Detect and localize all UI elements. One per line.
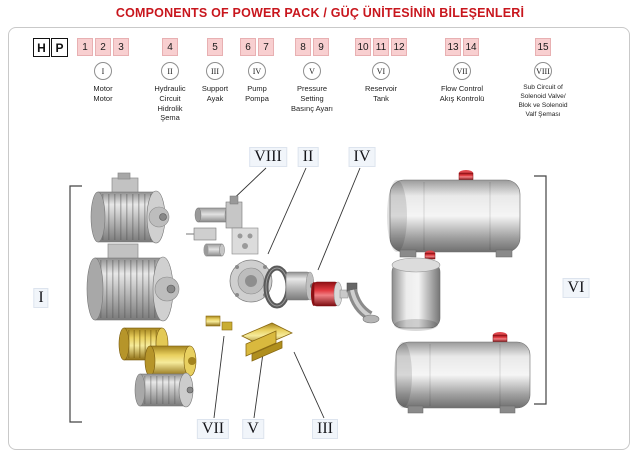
label-en: Flow Control — [440, 84, 484, 93]
motor-large-illustration — [86, 243, 180, 322]
reservoir-bottom-illustration — [394, 332, 531, 414]
callout-i: I — [33, 288, 49, 308]
callout-lines — [213, 167, 361, 419]
callout-ii: II — [297, 147, 319, 167]
group-numeral: III — [206, 62, 224, 80]
callout-vi: VI — [562, 278, 590, 298]
label-en: Pressure Setting — [296, 84, 327, 103]
component-number: 11 — [373, 38, 389, 56]
component-number: 5 — [207, 38, 223, 56]
label-tr: Akış Kontrolü — [439, 93, 485, 103]
group-numeral: V — [303, 62, 321, 80]
component-number: 3 — [113, 38, 129, 56]
group-numeral: I — [94, 62, 112, 80]
bell-housing-illustration — [229, 259, 273, 303]
elbow-fitting-illustration — [346, 282, 380, 324]
component-number: 4 — [162, 38, 178, 56]
group-numeral: VI — [372, 62, 390, 80]
label-tr: Ayak — [206, 93, 224, 103]
component-number: 10 — [355, 38, 371, 56]
label-tr: Blok ve Solenoid Valf Şeması — [518, 101, 568, 118]
label-en: Support — [201, 84, 229, 93]
component-number: 2 — [95, 38, 111, 56]
component-number: 13 — [445, 38, 461, 56]
reservoir-middle-illustration — [391, 250, 441, 331]
label-en: Pump — [247, 84, 267, 93]
coupling-illustration — [203, 243, 225, 257]
frame-border — [8, 27, 630, 450]
label-tr: Tank — [373, 93, 389, 103]
callout-iii: III — [312, 419, 338, 439]
label-en: Hydraulic Circuit — [154, 84, 186, 103]
bracket-right-reservoirs — [534, 175, 547, 405]
gear-pump-illustration — [144, 345, 197, 377]
manifold-block-illustration — [231, 227, 259, 255]
callout-viii: VIII — [249, 147, 287, 167]
component-number: 1 — [77, 38, 93, 56]
component-numbers: 15 — [513, 38, 573, 56]
label-en: Reservoir — [364, 84, 398, 93]
group-numeral: VIII — [534, 62, 552, 80]
solenoid-valve-illustration — [186, 195, 243, 241]
component-number: 8 — [295, 38, 311, 56]
bracket-left-motors — [69, 185, 82, 423]
component-numbers: 4 — [147, 38, 193, 56]
hp-letter-h: H — [33, 38, 50, 57]
pressure-valve-illustration — [311, 281, 349, 307]
callout-v: V — [242, 419, 264, 439]
group-numeral: IV — [248, 62, 266, 80]
label-en: Sub Circuit of Solenoid Valve/ — [520, 84, 566, 100]
component-number: 15 — [535, 38, 551, 56]
label-tr: Hidrolik Şema — [157, 103, 183, 123]
support-bracket-illustration — [205, 315, 293, 362]
component-number: 9 — [313, 38, 329, 56]
hp-letter-p: P — [51, 38, 68, 57]
exploded-view-drawing — [69, 167, 547, 423]
component-number: 7 — [258, 38, 274, 56]
label-en: Motor — [93, 84, 113, 93]
component-number: 12 — [391, 38, 407, 56]
component-numbers: 5 — [190, 38, 240, 56]
small-motor-illustration — [134, 372, 194, 408]
page-title: COMPONENTS OF POWER PACK / GÜÇ ÜNİTESİNİ… — [115, 6, 525, 20]
label-tr: Basınç Ayarı — [291, 103, 333, 113]
component-number: 6 — [240, 38, 256, 56]
callout-vii: VII — [196, 419, 230, 439]
component-number: 14 — [463, 38, 479, 56]
group-numeral: VII — [453, 62, 471, 80]
label-tr: Pompa — [245, 93, 269, 103]
motor-small-illustration — [90, 172, 170, 244]
group-numeral: II — [161, 62, 179, 80]
callout-iv: IV — [348, 147, 376, 167]
reservoir-top-illustration — [387, 170, 521, 258]
label-tr: Motor — [93, 93, 113, 103]
